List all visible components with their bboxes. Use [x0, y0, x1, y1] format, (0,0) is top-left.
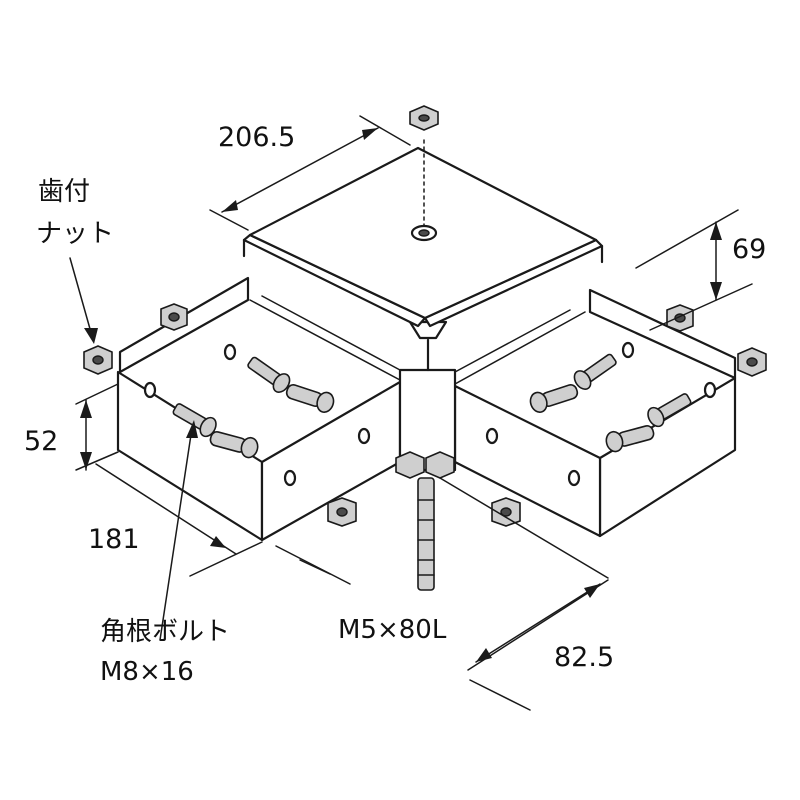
top-cover [242, 139, 604, 328]
center-junction [398, 320, 457, 472]
carriage-bolt-label-line1: 角根ボルト [100, 617, 230, 647]
carriage-bolt-icons [172, 353, 692, 459]
right-tray-arm [453, 288, 737, 538]
long-bolt-label: M5×80L [338, 615, 447, 645]
dim-label-69: 69 [732, 234, 766, 265]
dim-label-181: 181 [88, 524, 140, 555]
serrated-nut-label-line2: ナット [36, 219, 114, 249]
dim-label-82-5: 82.5 [554, 642, 614, 673]
dim-label-206-5: 206.5 [218, 122, 295, 153]
callout-labels: 歯付 ナット 角根ボルト M8×16 M5×80L [36, 177, 447, 687]
dim-label-52: 52 [24, 426, 58, 457]
top-nut-icon [409, 105, 439, 131]
long-bolt-icon [395, 451, 455, 591]
dimension-lines [75, 115, 753, 711]
carriage-bolt-label-line2: M8×16 [100, 657, 194, 687]
dimension-labels: 206.5 69 52 181 82.5 [24, 122, 766, 673]
leader-lines [69, 257, 198, 641]
serrated-nut-label-line1: 歯付 [38, 177, 90, 207]
